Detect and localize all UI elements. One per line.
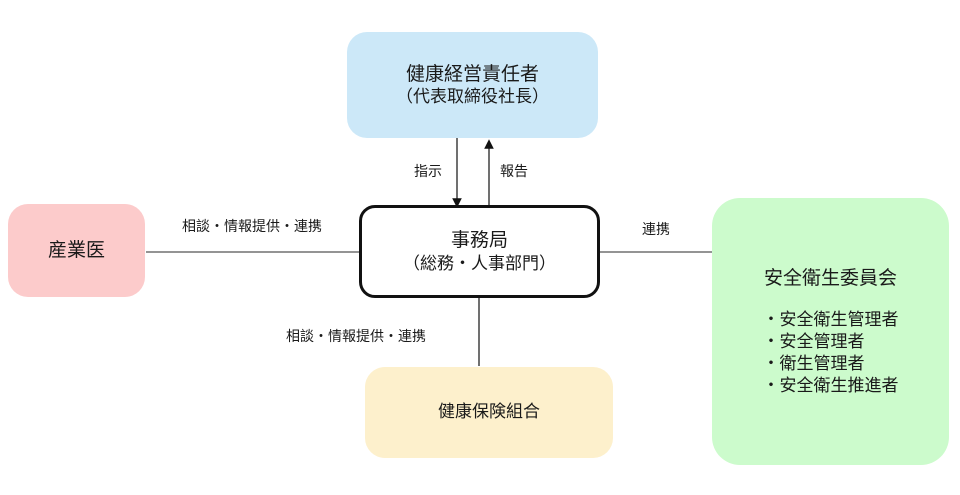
report-label: 報告 [500,164,528,180]
instruction-label: 指示 [414,164,442,180]
ceo-node: 健康経営責任者 （代表取締役社長） [347,32,598,138]
committee-member: ・衛生管理者 [762,353,865,374]
insurance-title: 健康保険組合 [438,402,540,423]
insurance-node: 健康保険組合 [365,367,613,458]
ceo-subtitle: （代表取締役社長） [396,87,549,108]
doctor-link-label: 相談・情報提供・連携 [182,219,322,235]
committee-member: ・安全衛生管理者 [762,309,899,330]
office-subtitle: （総務・人事部門） [403,253,556,274]
committee-member: ・安全衛生推進者 [762,375,899,396]
office-node: 事務局 （総務・人事部門） [359,205,600,298]
office-title: 事務局 [450,229,508,252]
committee-member: ・安全管理者 [762,331,865,352]
committee-title: 安全衛生委員会 [763,266,897,289]
insurance-link-label: 相談・情報提供・連携 [286,329,426,345]
committee-members: ・安全衛生管理者 ・安全管理者 ・衛生管理者 ・安全衛生推進者 [763,309,899,397]
committee-link-label: 連携 [642,222,670,238]
ceo-title: 健康経営責任者 [405,62,539,85]
committee-node: 安全衛生委員会 ・安全衛生管理者 ・安全管理者 ・衛生管理者 ・安全衛生推進者 [712,198,949,465]
doctor-node: 産業医 [8,204,145,297]
doctor-title: 産業医 [47,239,105,262]
